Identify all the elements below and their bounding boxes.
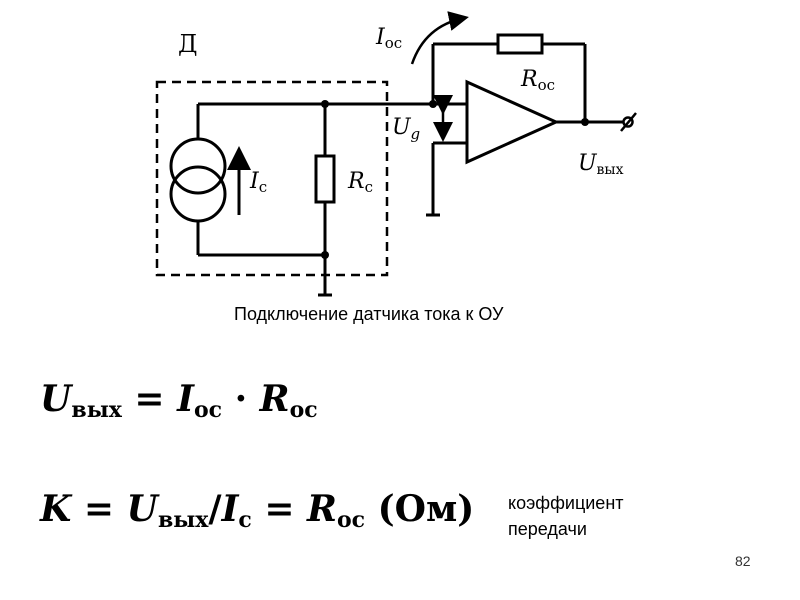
ic-label: Iс [249,169,267,196]
diagram-caption: Подключение датчика тока к ОУ [234,304,504,324]
note-line-1: коэффициент [508,493,624,513]
sensor-label: Д [178,30,198,58]
ug-label: Ug [392,115,420,143]
rc-label: Rс [347,169,373,196]
page-number: 82 [735,553,751,569]
roc-resistor [496,33,544,55]
uout-label: Uвых [578,151,624,178]
note-line-2: передачи [508,519,587,539]
roc-label: Rос [520,67,555,94]
current-source-symbol [169,137,227,223]
transfer-note: коэффициент передачи [508,490,624,542]
formula-transfer-coefficient: K = Uвых/Iс = Rос (Ом) [40,488,475,533]
op-amp-symbol [465,79,560,165]
rc-resistor [314,154,336,204]
ioc-arrow [410,11,469,65]
circuit-diagram: Д [155,11,637,297]
formula-output-voltage: Uвых = Iос · Rос [40,378,318,423]
ioc-label: Iос [375,25,402,52]
